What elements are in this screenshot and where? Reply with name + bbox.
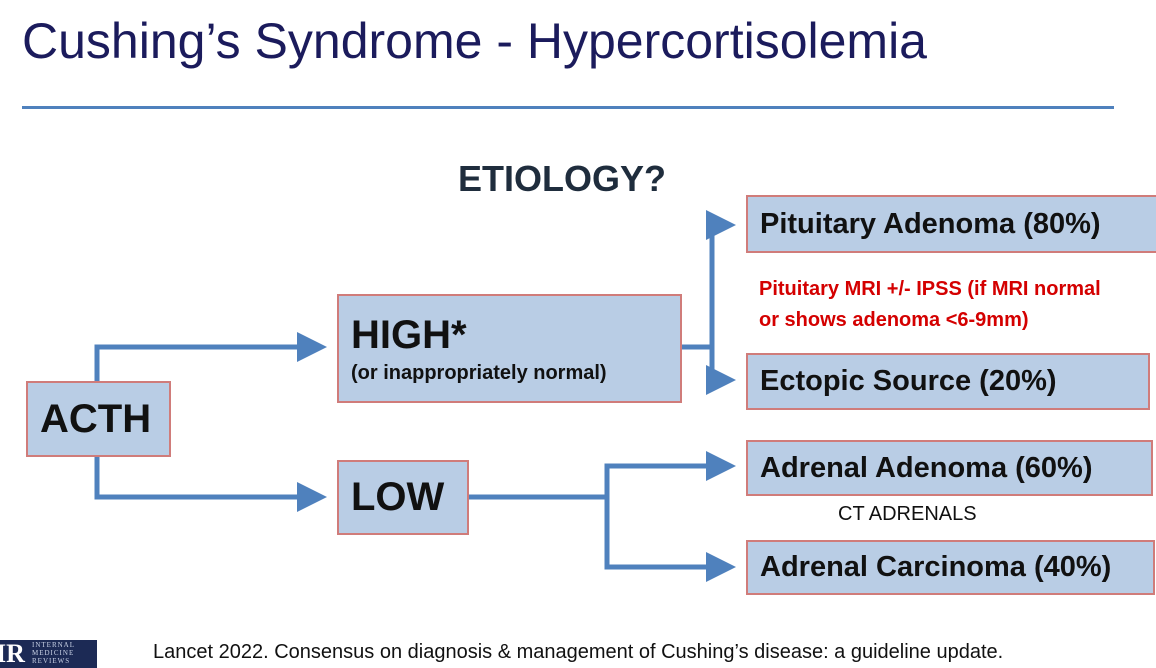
adrenal-carcinoma-box: Adrenal Carcinoma (40%) xyxy=(746,540,1155,595)
adrenal-adenoma-label: Adrenal Adenoma (60%) xyxy=(760,451,1093,484)
adrenal-carcinoma-label: Adrenal Carcinoma (40%) xyxy=(760,551,1112,583)
acth-label: ACTH xyxy=(40,396,152,441)
note-line-2: or shows adenoma <6-9mm) xyxy=(759,309,1029,331)
slide-title: Cushing’s Syndrome - Hypercortisolemia xyxy=(22,13,927,69)
pituitary-workup-note: Pituitary MRI +/- IPSS (if MRI normal or… xyxy=(759,274,1101,336)
arrow-acth-high xyxy=(94,332,327,381)
ct-adrenals-note: CT ADRENALS xyxy=(838,503,977,525)
etiology-heading: ETIOLOGY? xyxy=(458,158,667,199)
high-box: HIGH* (or inappropriately normal) xyxy=(337,294,682,403)
arrow-low-carcinoma xyxy=(604,497,736,582)
high-sublabel: (or inappropriately normal) xyxy=(351,361,607,384)
arrow-high-ectopic xyxy=(706,347,736,395)
acth-box: ACTH xyxy=(26,381,171,457)
ectopic-label: Ectopic Source (20%) xyxy=(760,365,1057,397)
title-divider xyxy=(22,106,1114,109)
note-line-1: Pituitary MRI +/- IPSS (if MRI normal xyxy=(759,278,1101,300)
low-label: LOW xyxy=(351,475,445,519)
arrow-low-adenoma xyxy=(468,451,736,500)
arrow-high-pituitary xyxy=(681,210,736,350)
high-label: HIGH* xyxy=(351,312,467,357)
adrenal-adenoma-box: Adrenal Adenoma (60%) xyxy=(746,440,1153,496)
ectopic-source-box: Ectopic Source (20%) xyxy=(746,353,1150,410)
arrow-acth-low xyxy=(94,456,327,512)
pituitary-adenoma-box: Pituitary Adenoma (80%) xyxy=(746,195,1156,253)
low-box: LOW xyxy=(337,460,469,535)
pituitary-label: Pituitary Adenoma (80%) xyxy=(760,207,1101,240)
citation-footer: Lancet 2022. Consensus on diagnosis & ma… xyxy=(153,641,1004,663)
